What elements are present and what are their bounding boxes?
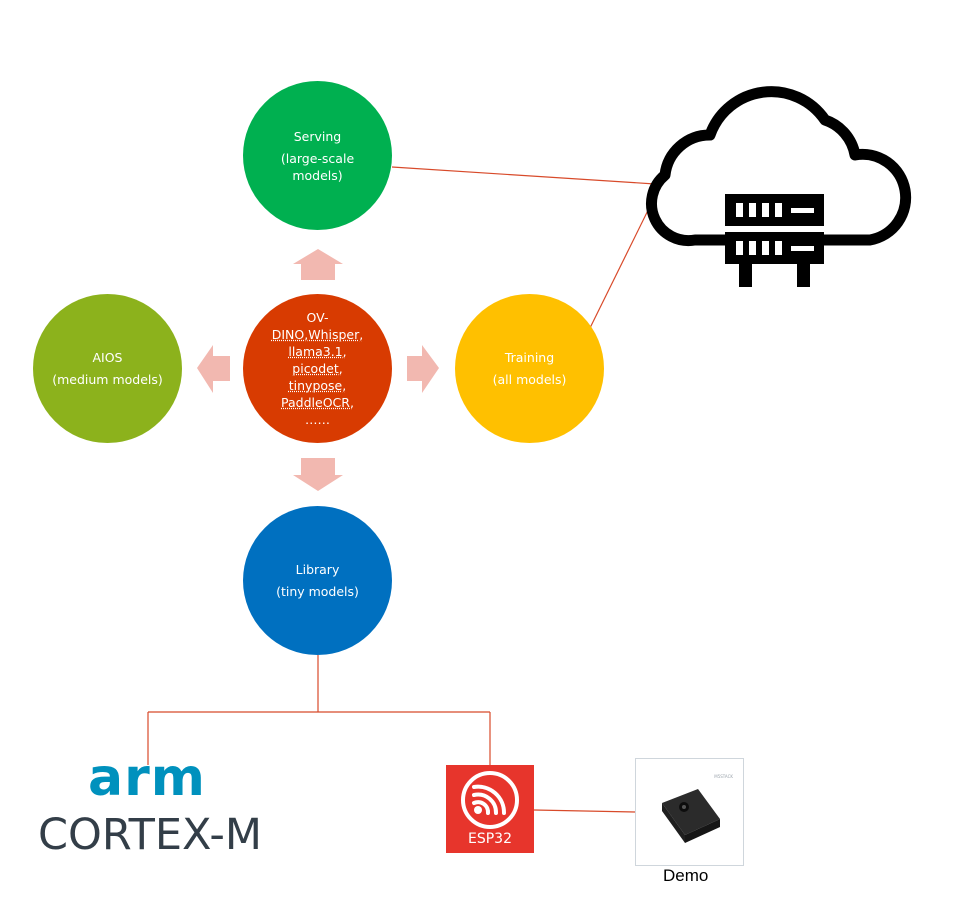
aios-title: AIOS xyxy=(92,350,123,365)
training-title: Training xyxy=(504,350,555,365)
library-node: Library (tiny models) xyxy=(243,506,392,655)
esp-demo-connector xyxy=(533,809,636,813)
arm-logo: arm xyxy=(88,748,206,808)
serving-subtitle-1: (large-scale xyxy=(280,150,355,166)
esp32-logo: ESP32 xyxy=(446,765,534,853)
models-line-6: …… xyxy=(305,412,330,427)
serving-cloud-connector xyxy=(391,166,656,185)
models-line-3: llama3.1, picodet, xyxy=(288,344,347,376)
demo-device-image: M5STACK xyxy=(635,758,744,866)
m5stack-device-image xyxy=(662,789,720,843)
models-line-2: DINO,Whisper, xyxy=(271,327,364,342)
arrow-up xyxy=(293,249,343,280)
serving-subtitle-2: models) xyxy=(292,167,343,183)
arrows xyxy=(197,249,439,491)
library-title: Library xyxy=(295,562,340,577)
serving-title: Serving xyxy=(293,128,342,144)
arrow-right xyxy=(407,345,439,393)
models-line-4: tinypose, xyxy=(288,378,347,393)
models-line-1: OV- xyxy=(306,310,329,325)
training-subtitle: (all models) xyxy=(492,372,567,387)
demo-label: Demo xyxy=(663,866,709,885)
training-node: Training (all models) xyxy=(455,294,604,443)
esp32-label: ESP32 xyxy=(468,831,512,847)
library-subtitle: (tiny models) xyxy=(276,584,359,599)
models-line-5: PaddleOCR, xyxy=(281,395,354,410)
m5stack-brand: M5STACK xyxy=(714,774,733,779)
arrow-left xyxy=(197,345,230,393)
models-node: OV- DINO,Whisper, llama3.1, picodet, tin… xyxy=(243,294,392,443)
cortex-m-logo: CORTEX-M xyxy=(38,810,262,860)
arrow-down xyxy=(293,458,343,491)
esp32-wifi-icon xyxy=(461,771,519,829)
aios-node: AIOS (medium models) xyxy=(33,294,182,443)
cloud-server-icon xyxy=(646,86,912,287)
serving-node: Serving (large-scale models) xyxy=(243,81,392,230)
aios-subtitle: (medium models) xyxy=(52,372,163,387)
connector-lines xyxy=(147,166,661,813)
